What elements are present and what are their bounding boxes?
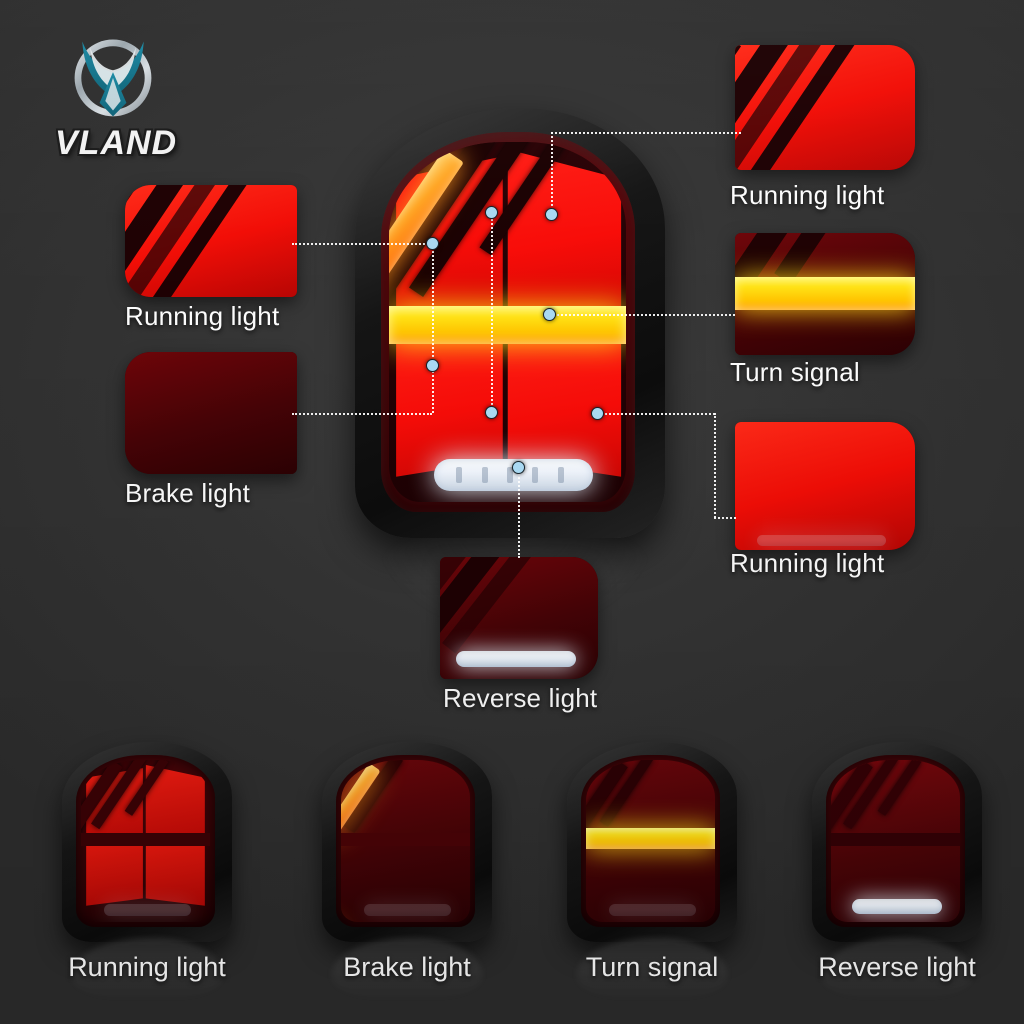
leader-line (518, 470, 520, 558)
callout-label-reverse-light: Reverse light (443, 683, 598, 713)
brand-logo: VLAND (55, 28, 215, 163)
leader-line (551, 132, 553, 214)
callout-dot[interactable] (545, 208, 558, 221)
mode-lamp-reverse-light (812, 742, 982, 1000)
lamp-lens (381, 132, 635, 512)
leader-line (714, 413, 716, 518)
mode-label-running-light: Running light (68, 952, 226, 982)
main-tail-light-assembly (355, 108, 665, 538)
leader-line (292, 413, 432, 415)
reverse-light-strip (434, 458, 593, 492)
callout-dot[interactable] (426, 237, 439, 250)
callout-thumb-running-light-bottom-right (735, 422, 915, 550)
leader-line (432, 243, 434, 413)
callout-dot[interactable] (512, 461, 525, 474)
lamp-lens-inner (389, 142, 626, 502)
leader-line (549, 314, 735, 316)
callout-dot[interactable] (426, 359, 439, 372)
mode-label-turn-signal: Turn signal (585, 952, 719, 982)
callout-dot[interactable] (543, 308, 556, 321)
vland-wing-emblem-icon (65, 28, 161, 124)
callout-label-running-light-top-right: Running light (730, 180, 885, 210)
callout-dot[interactable] (485, 206, 498, 219)
union-jack-pattern (389, 142, 626, 502)
brand-wordmark: VLAND (55, 124, 178, 162)
callout-label-running-light-bottom-right: Running light (730, 548, 885, 578)
callout-dot[interactable] (591, 407, 604, 420)
callout-thumb-reverse-light (440, 557, 598, 679)
mode-label-reverse-light: Reverse light (818, 952, 976, 982)
leader-line (491, 212, 493, 417)
callout-label-running-light-left: Running light (125, 301, 280, 331)
callout-dot[interactable] (485, 406, 498, 419)
leader-line (292, 243, 432, 245)
callout-thumb-turn-signal (735, 233, 915, 355)
callout-label-brake-light: Brake light (125, 478, 251, 508)
leader-line (551, 132, 741, 134)
callout-label-turn-signal: Turn signal (730, 357, 860, 387)
leader-line (714, 517, 736, 519)
callout-thumb-running-light-left (125, 185, 297, 297)
callout-thumb-running-light-top-right (735, 45, 915, 170)
turn-signal-band (389, 305, 626, 344)
reverse-light-strip-thumb (455, 650, 576, 667)
turn-signal-band-thumb (735, 276, 915, 310)
mode-label-brake-light: Brake light (343, 952, 471, 982)
mode-lamp-running-light (62, 742, 232, 1000)
leader-line (597, 413, 715, 415)
mode-lamp-brake-light (322, 742, 492, 1000)
mode-lamp-turn-signal (567, 742, 737, 1000)
callout-thumb-brake-light (125, 352, 297, 474)
